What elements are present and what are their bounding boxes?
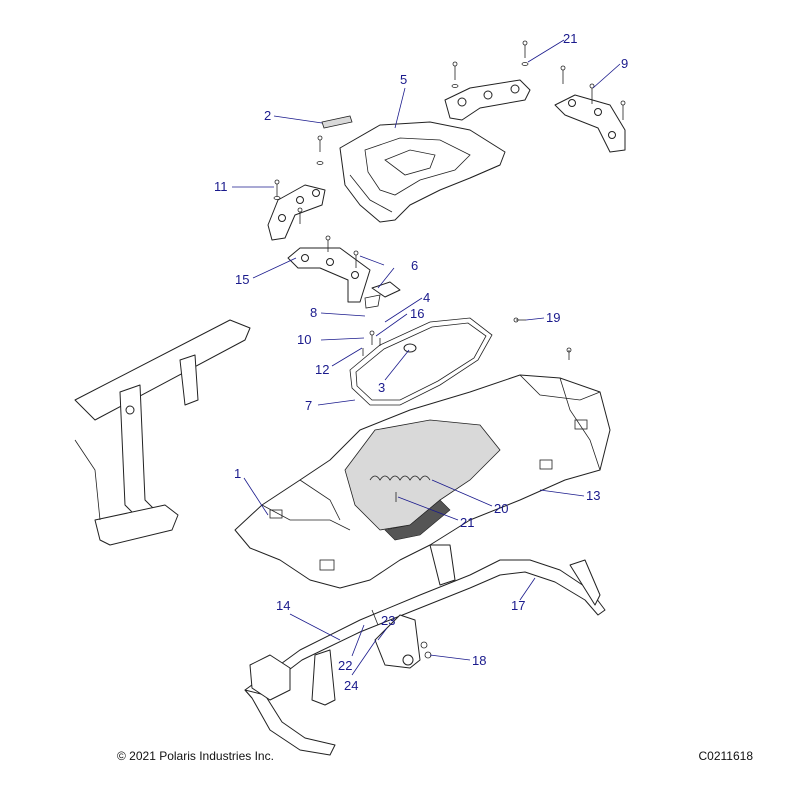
callout-20: 20 [494, 501, 508, 516]
copyright-text: © 2021 Polaris Industries Inc. [117, 749, 274, 763]
rear-rack-tube [244, 544, 606, 756]
callout-16: 16 [410, 306, 424, 321]
fasteners [273, 40, 626, 659]
rack-bracket-15 [287, 247, 371, 303]
plug [403, 343, 417, 353]
callout-13: 13 [586, 488, 600, 503]
diagram-code: C0211618 [698, 749, 754, 763]
callout-21-bin: 21 [460, 515, 474, 530]
rack-bracket-upper [444, 79, 531, 121]
callout-9: 9 [621, 56, 628, 71]
storage-bin [344, 419, 501, 541]
callout-10: 10 [297, 332, 311, 347]
spring [369, 475, 431, 481]
callout-7: 7 [305, 398, 312, 413]
callout-5: 5 [400, 72, 407, 87]
callout-2: 2 [264, 108, 271, 123]
latch [364, 281, 401, 309]
callout-3: 3 [378, 380, 385, 395]
rack-bracket-11 [267, 184, 326, 241]
callout-19: 19 [546, 310, 560, 325]
callout-23: 23 [381, 613, 395, 628]
callout-4: 4 [423, 290, 430, 305]
callout-18: 18 [472, 653, 486, 668]
callout-6: 6 [411, 258, 418, 273]
storage-lid [339, 121, 506, 223]
callout-14: 14 [276, 598, 290, 613]
callout-17: 17 [511, 598, 525, 613]
callout-8: 8 [310, 305, 317, 320]
callout-12: 12 [315, 362, 329, 377]
callout-24: 24 [344, 678, 358, 693]
callout-1: 1 [234, 466, 241, 481]
callout-21-top: 21 [563, 31, 577, 46]
storage-seal [349, 317, 493, 406]
frame-rail-left [74, 319, 251, 546]
callout-15: 15 [235, 272, 249, 287]
callout-11: 11 [214, 179, 228, 194]
hitch-brackets [311, 614, 421, 706]
callout-labels: 1 2 3 4 5 6 7 8 9 10 11 12 13 14 15 16 1… [214, 31, 628, 693]
leader-lines [232, 39, 621, 676]
rack-bracket-9 [554, 94, 626, 153]
decal [321, 115, 353, 129]
callout-22: 22 [338, 658, 352, 673]
